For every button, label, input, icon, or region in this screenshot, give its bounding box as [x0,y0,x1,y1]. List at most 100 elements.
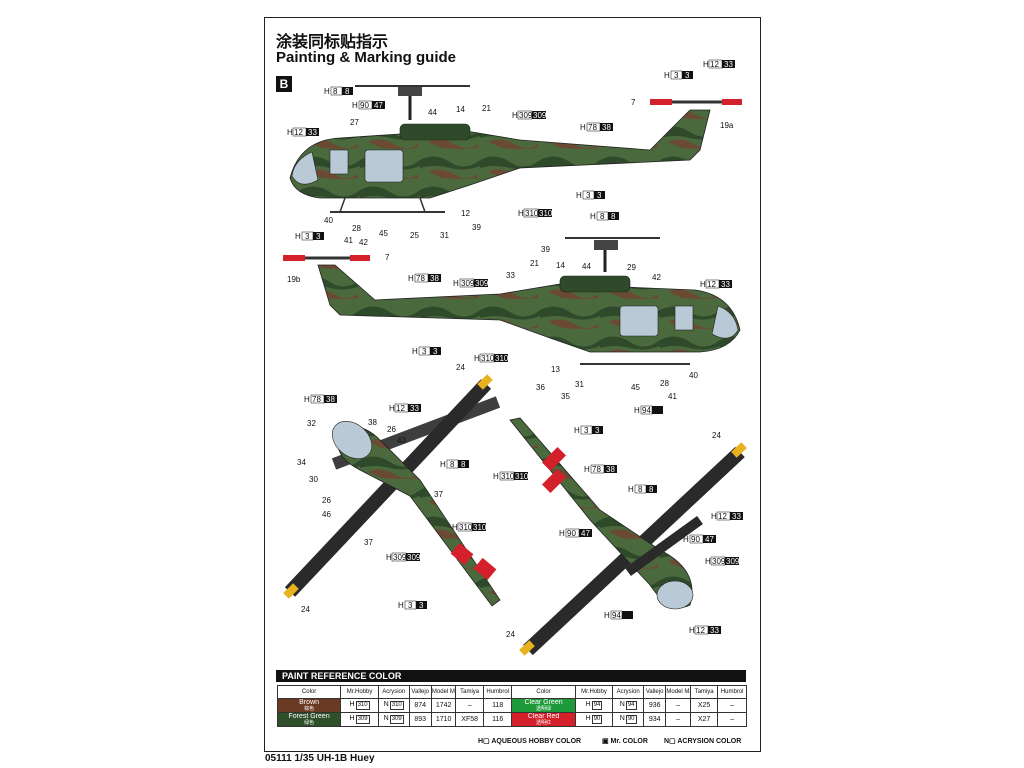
callout-41-a: 41 [344,236,353,245]
callout-7-b: 7 [385,253,390,262]
code-mr33-e: 33 [732,512,741,521]
callout-45-b: 45 [631,383,640,392]
callout-32: 32 [307,419,316,428]
code-mr3-e: 3 [419,601,424,610]
callout-26-b: 26 [322,496,331,505]
code-h90-c: 90 [691,535,700,544]
svg-text:H: H [452,523,458,532]
code-mr38-d: 38 [606,465,615,474]
callout-40-b: 40 [689,371,698,380]
callout-35: 35 [561,392,570,401]
code-mr309-b: 309 [475,279,489,288]
svg-text:H: H [287,128,293,137]
callout-14-b: 14 [556,261,565,270]
svg-text:H: H [634,406,640,415]
callout-24-a: 24 [456,363,465,372]
callout-34: 34 [297,458,306,467]
svg-text:H: H [628,485,634,494]
code-h8-a: 8 [333,87,338,96]
col-vallejo: Vallejo [408,685,432,699]
code-h78-d: 78 [592,465,601,474]
code-mr47-b: 47 [581,529,590,538]
bottom-view [509,417,747,656]
code-h12-a: 12 [294,128,303,137]
callout-numbers: 7 19a 27 44 14 21 40 28 45 25 31 41 42 1… [287,98,734,639]
side-view-right [283,237,741,365]
svg-text:H: H [412,347,418,356]
col-vallejo-2: Vallejo [642,685,667,699]
svg-text:H: H [664,71,670,80]
svg-text:H: H [324,87,330,96]
svg-text:H: H [689,626,695,635]
code-mr3-c: 3 [316,232,321,241]
callout-27-a: 27 [350,118,359,127]
callout-13: 13 [551,365,560,374]
code-h310-b: 310 [481,354,495,363]
page-title: Painting & Marking guide [276,49,457,66]
callout-21-b: 21 [530,259,539,268]
code-mr3-d: 3 [433,347,438,356]
svg-text:H: H [700,280,706,289]
col-mrhobby: Mr.Hobby [340,685,379,699]
svg-text:H: H [493,472,499,481]
code-h3-d: 3 [422,347,427,356]
code-mr309-a: 309 [533,111,547,120]
col-tamiya-2: Tamiya [689,685,719,699]
code-mr47-c: 47 [705,535,714,544]
top-view [283,374,501,607]
code-h310-a: 310 [525,209,539,218]
code-mr33-c: 33 [721,280,730,289]
col-humbrol-2: Humbrol [717,685,747,699]
code-h3-b: 3 [674,71,679,80]
svg-text:H: H [304,395,310,404]
code-mr3-a: 3 [597,191,602,200]
legend-acrysion: N▢ ACRYSION COLOR [664,738,742,745]
callout-31-a: 31 [440,231,449,240]
callout-41-b: 41 [668,392,677,401]
callout-37-b: 37 [364,538,373,547]
code-mr33-b: 33 [724,60,733,69]
paint-table-header-row: Color Mr.Hobby Acrysion Vallejo Model Ma… [276,685,747,699]
callout-30: 30 [309,475,318,484]
callout-28-a: 28 [352,224,361,233]
callout-36: 36 [536,383,545,392]
svg-text:H: H [440,460,446,469]
code-h8-d: 8 [638,485,643,494]
code-h90-b: 90 [567,529,576,538]
callout-24-d: 24 [506,630,515,639]
col-color-2: Color [511,685,576,699]
svg-text:H: H [705,557,711,566]
svg-text:H: H [703,60,709,69]
col-mrhobby-2: Mr.Hobby [574,685,614,699]
col-model-master-2: Model Master [665,685,691,699]
page-title-cn: 涂装同标贴指示 [276,32,389,51]
svg-text:H: H [518,209,524,218]
code-mr8-d: 8 [649,485,654,494]
code-h3-a: 3 [586,191,591,200]
side-view-left [289,85,742,213]
svg-text:H: H [352,101,358,110]
svg-text:H: H [389,404,395,413]
col-acrysion: Acrysion [377,685,410,699]
callout-24-b: 24 [301,605,310,614]
svg-text:H: H [398,601,404,610]
code-h309-c: 309 [393,553,407,562]
code-mr8-a: 8 [345,87,350,96]
callout-12: 12 [461,209,470,218]
code-h310-c: 310 [459,523,473,532]
svg-text:H: H [512,111,518,120]
code-h12-f: 12 [696,626,705,635]
svg-text:H: H [386,553,392,562]
code-mr38-a: 38 [602,123,611,132]
svg-text:H: H [574,426,580,435]
code-mr310-b: 310 [495,354,509,363]
callout-33: 33 [506,271,515,280]
callout-26-a: 26 [387,425,396,434]
code-mr33-a: 33 [308,128,317,137]
callout-19b: 19b [287,275,301,284]
